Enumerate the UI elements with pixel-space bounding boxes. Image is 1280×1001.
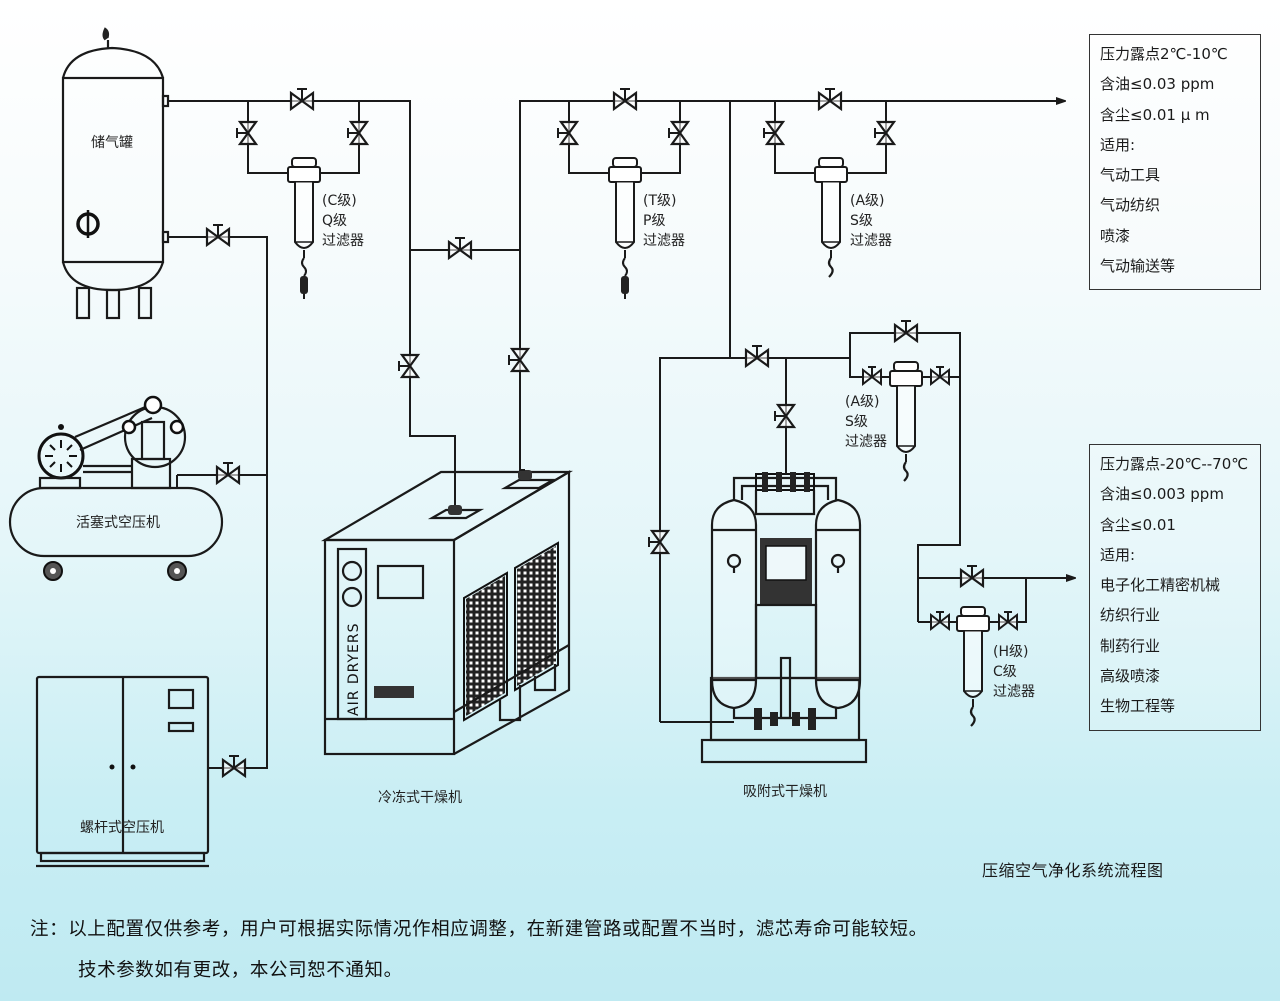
valve-icon[interactable] (773, 403, 796, 429)
filter-s-top-grade-alt: (A级) (850, 193, 885, 209)
valve-icon[interactable] (235, 120, 258, 146)
filter-q-grade-alt: (C级) (322, 193, 357, 209)
spec-line: 含尘≤0.01 μ m (1100, 105, 1210, 124)
valve-icon[interactable] (959, 564, 985, 588)
pressure-gauge-icon (76, 210, 100, 238)
filter-s-mid: (A级) S级 过滤器 (845, 361, 923, 483)
spec-line: 生物工程等 (1100, 697, 1176, 716)
piston-compressor: 活塞式空压机 (8, 395, 224, 581)
air-dryers-panel-text: AIR DRYERS (346, 622, 362, 716)
air-tank-label: 储气罐 (91, 135, 133, 151)
spec-line: 适用: (1100, 545, 1136, 564)
spec-line: 纺织行业 (1100, 606, 1161, 625)
spec-box-refrigerated: 压力露点2℃-10℃ 含油≤0.03 ppm 含尘≤0.01 μ m 适用: 气… (1089, 34, 1261, 290)
valve-icon[interactable] (612, 87, 638, 111)
valve-icon[interactable] (447, 236, 473, 260)
adsorption-dryer-label: 吸附式干燥机 (743, 784, 827, 800)
valve-icon[interactable] (998, 611, 1018, 630)
spec-line: 气动输送等 (1100, 257, 1176, 276)
filter-p: (T级) P级 过滤器 (608, 157, 685, 300)
valve-icon[interactable] (873, 120, 896, 146)
valve-icon[interactable] (507, 347, 530, 373)
valve-icon[interactable] (862, 366, 882, 385)
valve-icon[interactable] (930, 611, 950, 630)
valve-icon[interactable] (744, 344, 770, 368)
spec-line: 含油≤0.003 ppm (1100, 485, 1224, 504)
valve-icon[interactable] (647, 529, 670, 555)
valve-icon[interactable] (397, 353, 420, 379)
refrigerated-dryer-label: 冷冻式干燥机 (378, 789, 462, 806)
spec-line: 电子化工精密机械 (1100, 576, 1221, 595)
filter-s-mid-grade-alt: (A级) (845, 394, 880, 410)
note-line-1: 注：以上配置仅供参考，用户可根据实际情况作相应调整，在新建管路或配置不当时，滤芯… (30, 919, 928, 940)
valve-icon[interactable] (215, 461, 241, 485)
filter-c-type: 过滤器 (993, 684, 1035, 700)
filter-s-top: (A级) S级 过滤器 (814, 157, 892, 279)
valve-icon[interactable] (556, 120, 579, 146)
valve-icon[interactable] (346, 120, 369, 146)
spec-line: 喷漆 (1100, 226, 1131, 245)
filter-c-grade-alt: (H级) (993, 644, 1028, 660)
filter-s-mid-grade: S级 (845, 414, 868, 430)
filter-s-top-type: 过滤器 (850, 233, 892, 249)
spec-line: 适用: (1100, 135, 1136, 154)
spec-line: 制药行业 (1100, 636, 1161, 655)
valve-icon[interactable] (893, 319, 919, 343)
screw-compressor-label: 螺杆式空压机 (80, 820, 164, 836)
spec-line: 压力露点-20℃--70℃ (1100, 455, 1249, 473)
filter-s-top-grade: S级 (850, 213, 873, 229)
filter-q-type: 过滤器 (322, 233, 364, 249)
spec-line: 高级喷漆 (1100, 667, 1161, 686)
valve-icon[interactable] (762, 120, 785, 146)
screw-compressor: 螺杆式空压机 (35, 675, 210, 868)
filter-p-grade: P级 (643, 213, 665, 229)
vent-grille (463, 541, 559, 722)
valve-icon[interactable] (221, 754, 247, 778)
filter-c: (H级) C级 过滤器 (956, 606, 1035, 728)
note-line-2: 技术参数如有更改，本公司恕不通知。 (78, 960, 403, 981)
spec-line: 压力露点2℃-10℃ (1100, 45, 1228, 63)
piston-compressor-label: 活塞式空压机 (76, 514, 160, 531)
refrigerated-dryer: AIR DRYERS 冷冻式干燥机 (320, 470, 574, 806)
valve-icon[interactable] (667, 120, 690, 146)
spec-line: 含尘≤0.01 (1100, 515, 1176, 534)
filter-q-grade: Q级 (322, 213, 347, 229)
spec-line: 气动工具 (1100, 166, 1161, 185)
filter-p-type: 过滤器 (643, 233, 685, 249)
filter-p-grade-alt: (T级) (643, 193, 676, 209)
adsorption-dryer: 吸附式干燥机 (700, 472, 868, 800)
spec-line: 气动纺织 (1100, 196, 1161, 215)
valve-icon[interactable] (817, 87, 843, 111)
valve-icon[interactable] (205, 223, 231, 247)
air-tank: 储气罐 (61, 27, 170, 320)
filter-c-grade: C级 (993, 664, 1017, 680)
spec-box-adsorption: 压力露点-20℃--70℃ 含油≤0.003 ppm 含尘≤0.01 适用: 电… (1089, 444, 1261, 731)
filter-s-mid-type: 过滤器 (845, 434, 887, 450)
filter-q: (C级) Q级 过滤器 (287, 157, 364, 300)
valve-icon[interactable] (289, 87, 315, 111)
valve-icon[interactable] (930, 366, 950, 385)
diagram-title: 压缩空气净化系统流程图 (982, 861, 1164, 880)
spec-line: 含油≤0.03 ppm (1100, 75, 1215, 94)
